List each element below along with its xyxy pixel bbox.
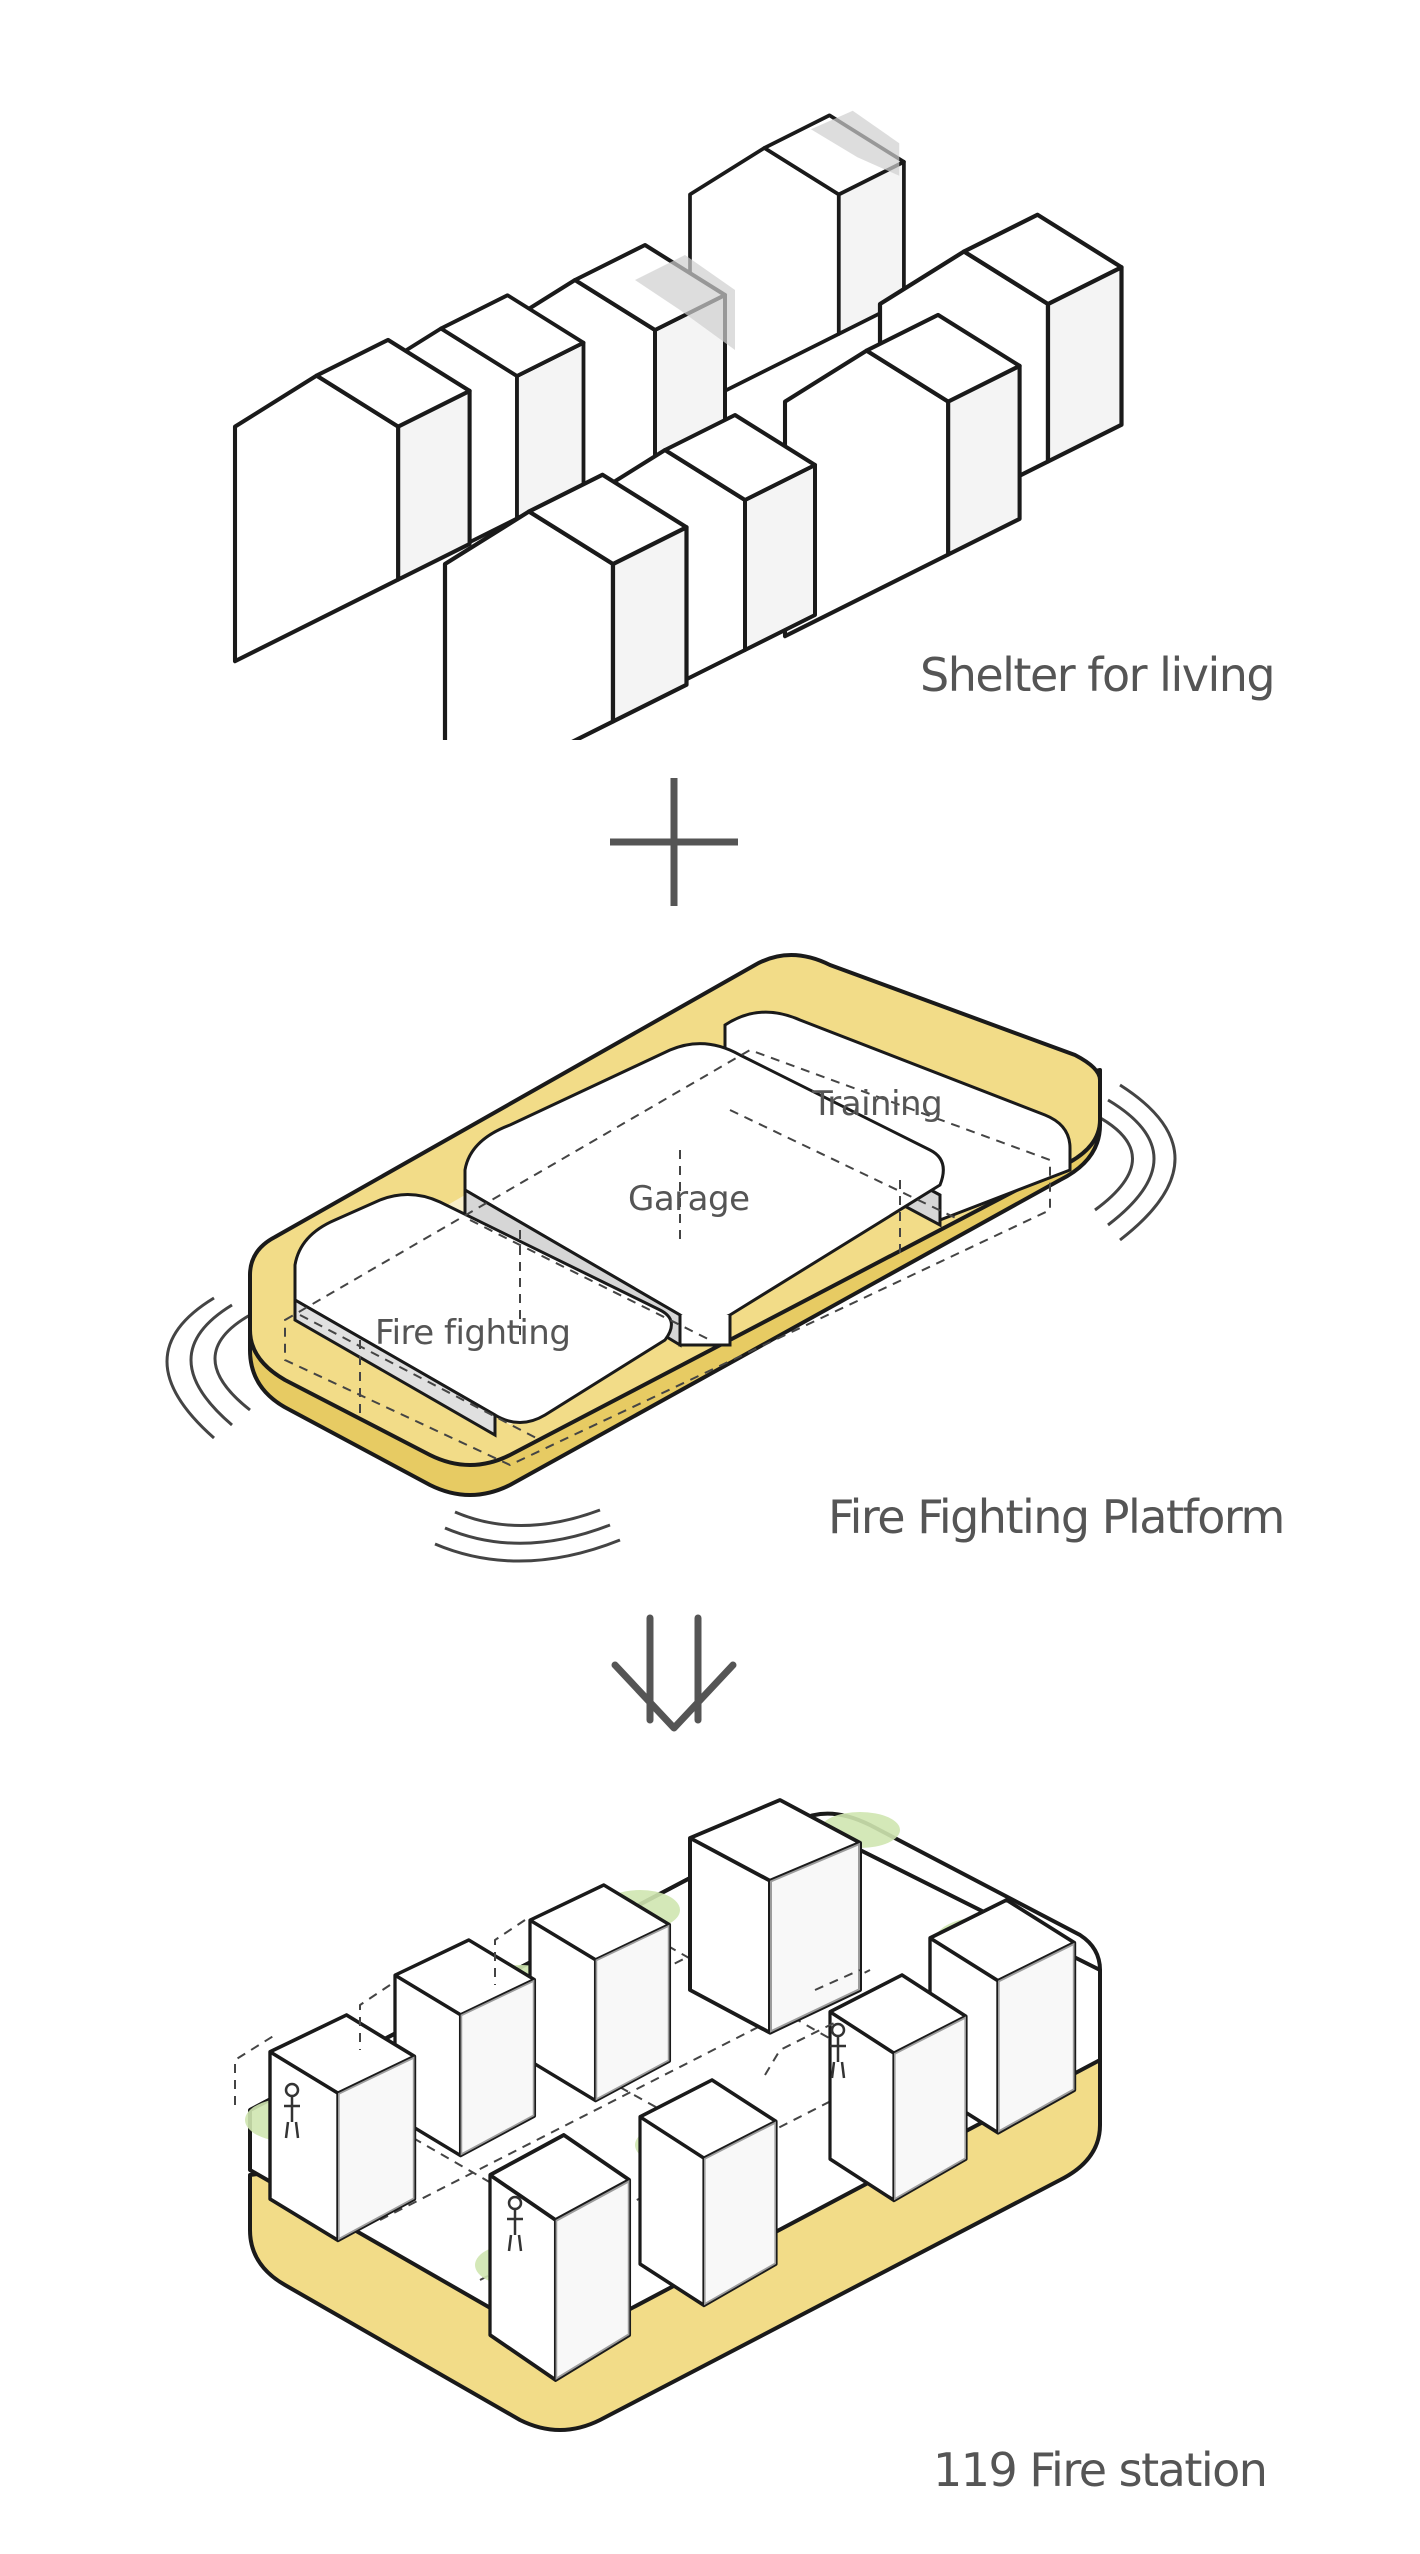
station-caption: 119 Fire station bbox=[933, 2443, 1268, 2497]
fire-fighting-block bbox=[293, 1193, 673, 1438]
house-left-front bbox=[235, 340, 470, 661]
station-diagram: 119 Fire station bbox=[0, 1760, 1420, 2550]
house-back-top bbox=[688, 110, 906, 411]
plus-icon bbox=[610, 778, 738, 906]
platform-illustration: Fire fighting Garage Training bbox=[165, 953, 1177, 1563]
person-figures bbox=[284, 2022, 846, 2252]
shelter-houses-illustration bbox=[0, 110, 1420, 740]
zone-label-fire-fighting: Fire fighting bbox=[375, 1313, 570, 1353]
arrow-operator bbox=[0, 1600, 1420, 1750]
platform-diagram: Fire fighting Garage Training Fire Fight… bbox=[0, 920, 1420, 1580]
platform-caption: Fire Fighting Platform bbox=[828, 1490, 1285, 1544]
fire-station-illustration bbox=[234, 1798, 1102, 2432]
zone-label-garage: Garage bbox=[628, 1179, 750, 1219]
plus-operator bbox=[0, 760, 1420, 920]
zone-label-training: Training bbox=[811, 1084, 942, 1124]
house-mid-left-2 bbox=[493, 243, 735, 562]
motion-lines bbox=[165, 1083, 1177, 1563]
house-right-front bbox=[785, 315, 1020, 636]
shelter-diagram: Shelter for living bbox=[0, 0, 1420, 740]
double-down-arrow-icon bbox=[611, 1614, 737, 1732]
shelter-caption: Shelter for living bbox=[920, 648, 1276, 702]
